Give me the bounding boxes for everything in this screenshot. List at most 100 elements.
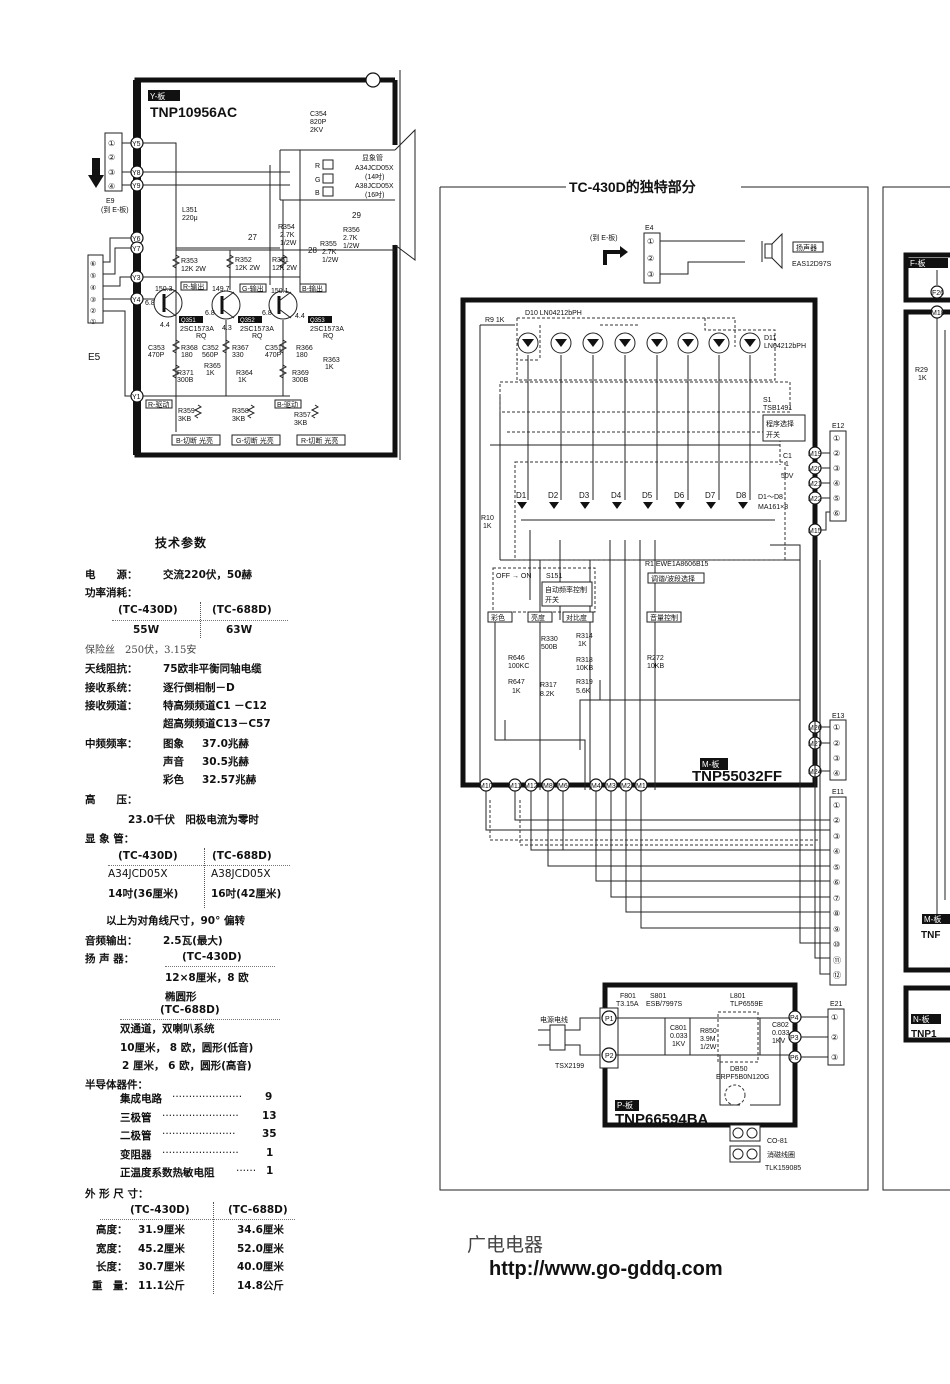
pin: ③	[833, 754, 840, 763]
spec-channel-uhf: 超高频频道C13－C57	[163, 718, 271, 730]
spec-semi-label: 半导体器件：	[85, 1079, 148, 1091]
spec-hv-value: 23.0千伏 阳极电流为零时	[128, 814, 259, 826]
pin: ④	[833, 479, 840, 488]
e9-note: (到 E-板)	[101, 205, 129, 214]
label: TSX2199	[555, 1063, 584, 1070]
node-y3: Y3	[132, 275, 141, 282]
label: 1	[785, 461, 789, 468]
label: 0.033	[772, 1030, 790, 1037]
e9-label: E9	[106, 198, 115, 205]
pin: ⑤	[833, 494, 840, 503]
node: M3	[606, 783, 616, 790]
label-r369: R369	[292, 370, 309, 377]
m-board-tag: M-板	[702, 759, 719, 769]
label: 12K 2W	[181, 266, 206, 273]
e5-pin: ②	[90, 307, 96, 315]
semi-name: 二极管	[120, 1130, 152, 1142]
divider	[165, 966, 275, 967]
pin: ②	[833, 816, 840, 825]
label-r356: R356	[343, 227, 360, 234]
transistors	[153, 288, 298, 320]
label: 10KB	[647, 663, 664, 670]
label: 10KB	[576, 665, 593, 672]
e11-pins: ① ② ③ ④ ⑤ ⑥ ⑦ ⑧ ⑨ ⑩ ⑪ ⑫	[833, 801, 841, 980]
semi-count: 13	[262, 1110, 277, 1122]
semi-dots: ······················	[162, 1128, 236, 1140]
pin: ⑩	[833, 940, 840, 949]
label: 820P	[310, 119, 327, 126]
node-y6: Y6	[132, 236, 141, 243]
speaker-icon	[764, 232, 783, 270]
label: 1K	[238, 377, 247, 384]
y-board: Y-板 TNP10956AC ① ② ③ ④ E9 (到 E-板) ⑥ ⑤ ④ …	[87, 70, 416, 460]
spec-speaker-label: 扬 声 器：	[85, 953, 135, 965]
label: MA161×8	[758, 504, 788, 511]
node-y1: Y1	[132, 394, 141, 401]
node: M15	[808, 528, 822, 535]
transistor-icon	[268, 290, 298, 320]
model-b-header: (TC-688D)	[212, 850, 272, 862]
e5-label: E5	[88, 352, 101, 363]
tag: R-输出	[183, 282, 204, 291]
dims-b: 14.8公斤	[237, 1280, 284, 1292]
e9-pin: ①	[108, 139, 115, 148]
label: 5.6K	[576, 688, 591, 695]
label-l351: L351	[182, 207, 198, 214]
label-r359: R359	[178, 408, 195, 415]
label: 470P	[265, 352, 282, 359]
label: 1K	[578, 641, 587, 648]
label-c801: C801	[670, 1025, 687, 1032]
voltage: 149.7	[212, 286, 230, 293]
tag: Q351	[181, 318, 196, 324]
pin: ①	[831, 1013, 838, 1022]
label-c352: C352	[202, 345, 219, 352]
label: 1KV	[772, 1038, 786, 1045]
label: 180	[181, 352, 193, 359]
e4-note: (到 E-板)	[590, 233, 618, 242]
label-d4: D4	[611, 491, 622, 500]
semi-dots: ·····················	[172, 1091, 243, 1103]
website-link[interactable]: http://www.go-gddq.com	[489, 1258, 723, 1280]
label: ESB/7997S	[646, 1001, 683, 1008]
label-r363: R363	[323, 357, 340, 364]
label-r354: R354	[278, 224, 295, 231]
node: M21	[808, 481, 822, 488]
spec-hv-label: 高 压：	[85, 794, 138, 806]
semi-dots: ·······················	[162, 1147, 239, 1159]
e5-pin: ①	[90, 318, 96, 326]
dims-a: 45.2厘米	[138, 1243, 185, 1255]
e4-pin: ①	[647, 237, 654, 246]
y-component-labels: C354 820P 2KV L351 220μ R354 2.7K 1/2W R…	[145, 111, 361, 427]
semi-count: 9	[265, 1091, 273, 1103]
label-c351: C351	[265, 345, 282, 352]
transistor-icon	[153, 288, 183, 318]
m-board-circuit: M-板	[479, 317, 801, 790]
label-q: 2SC1573A	[310, 326, 344, 333]
pin: ⑦	[833, 894, 840, 903]
dims-b: 52.0厘米	[237, 1243, 284, 1255]
label: 8.2K	[540, 691, 555, 698]
semi-name: 变阻器	[120, 1149, 152, 1161]
label-d1-d8: D1～D8	[758, 494, 783, 501]
node-y9: Y9	[132, 183, 141, 190]
semi-count: 1	[266, 1165, 274, 1177]
label-degauss-coil: 消磁线圈	[767, 1150, 795, 1159]
label: TLK159085	[765, 1165, 801, 1172]
crt-pin-b: B	[315, 190, 320, 197]
label: TLP6559E	[730, 1001, 763, 1008]
pin: ⑨	[833, 925, 840, 934]
if-name: 图象	[163, 738, 184, 750]
label: 12K 2W	[235, 265, 260, 272]
node: M8	[543, 783, 553, 790]
speaker-b: 10厘米， 8 欧，圆形(低音)	[120, 1042, 254, 1054]
label-q: 2SC1573A	[240, 326, 274, 333]
label-afc: 自动频率控制	[545, 585, 587, 594]
dims-name: 宽度：	[96, 1243, 128, 1255]
pin: ②	[833, 449, 840, 458]
voltage: 6.8	[145, 300, 155, 307]
pin: ①	[833, 434, 840, 443]
e5-pin: ③	[90, 296, 96, 304]
label-r647: R647	[508, 679, 525, 686]
label-s801: S801	[650, 993, 666, 1000]
label: 1K	[325, 364, 334, 371]
